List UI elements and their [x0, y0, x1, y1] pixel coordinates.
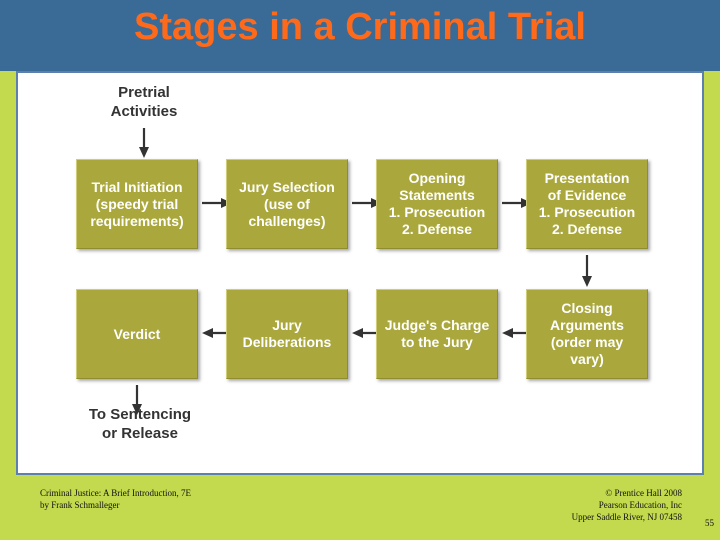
box-opening-statements-label: Opening Statements 1. Prosecution 2. Def… — [388, 170, 486, 237]
footer-copyright: © Prentice Hall 2008 Pearson Education, … — [571, 488, 682, 522]
box-presentation-of-evidence-label: Presentation of Evidence 1. Prosecution … — [538, 170, 636, 237]
title-band — [0, 0, 720, 71]
footer-source-citation: Criminal Justice: A Brief Introduction, … — [40, 488, 191, 510]
box-verdict-label: Verdict — [113, 325, 161, 342]
box-presentation-of-evidence: Presentation of Evidence 1. Prosecution … — [526, 159, 648, 249]
box-jury-deliberations-label: Jury Deliberations — [242, 317, 332, 350]
entry-label-pretrial-activities: Pretrial Activities — [110, 84, 178, 120]
arrow-down-evidence-to-closing — [579, 255, 595, 287]
page-number: 55 — [705, 518, 714, 528]
arrow-down-pretrial — [136, 128, 152, 158]
box-opening-statements: Opening Statements 1. Prosecution 2. Def… — [376, 159, 498, 249]
box-judges-charge: Judge's Charge to the Jury — [376, 289, 498, 379]
box-closing-arguments-label: Closing Arguments (order may vary) — [550, 300, 624, 367]
content-panel: Pretrial Activities Trial Initiation (sp… — [16, 71, 704, 475]
box-trial-initiation: Trial Initiation (speedy trial requireme… — [76, 159, 198, 249]
page-title: Stages in a Criminal Trial — [134, 6, 586, 48]
box-jury-deliberations: Jury Deliberations — [226, 289, 348, 379]
box-verdict: Verdict — [76, 289, 198, 379]
arrow-down-verdict-to-sentencing — [129, 385, 145, 415]
exit-label-to-sentencing-or-release: To Sentencing or Release — [88, 406, 192, 442]
box-jury-selection: Jury Selection (use of challenges) — [226, 159, 348, 249]
box-trial-initiation-label: Trial Initiation (speedy trial requireme… — [90, 178, 184, 229]
box-jury-selection-label: Jury Selection (use of challenges) — [239, 178, 335, 229]
box-judges-charge-label: Judge's Charge to the Jury — [384, 317, 490, 350]
box-closing-arguments: Closing Arguments (order may vary) — [526, 289, 648, 379]
